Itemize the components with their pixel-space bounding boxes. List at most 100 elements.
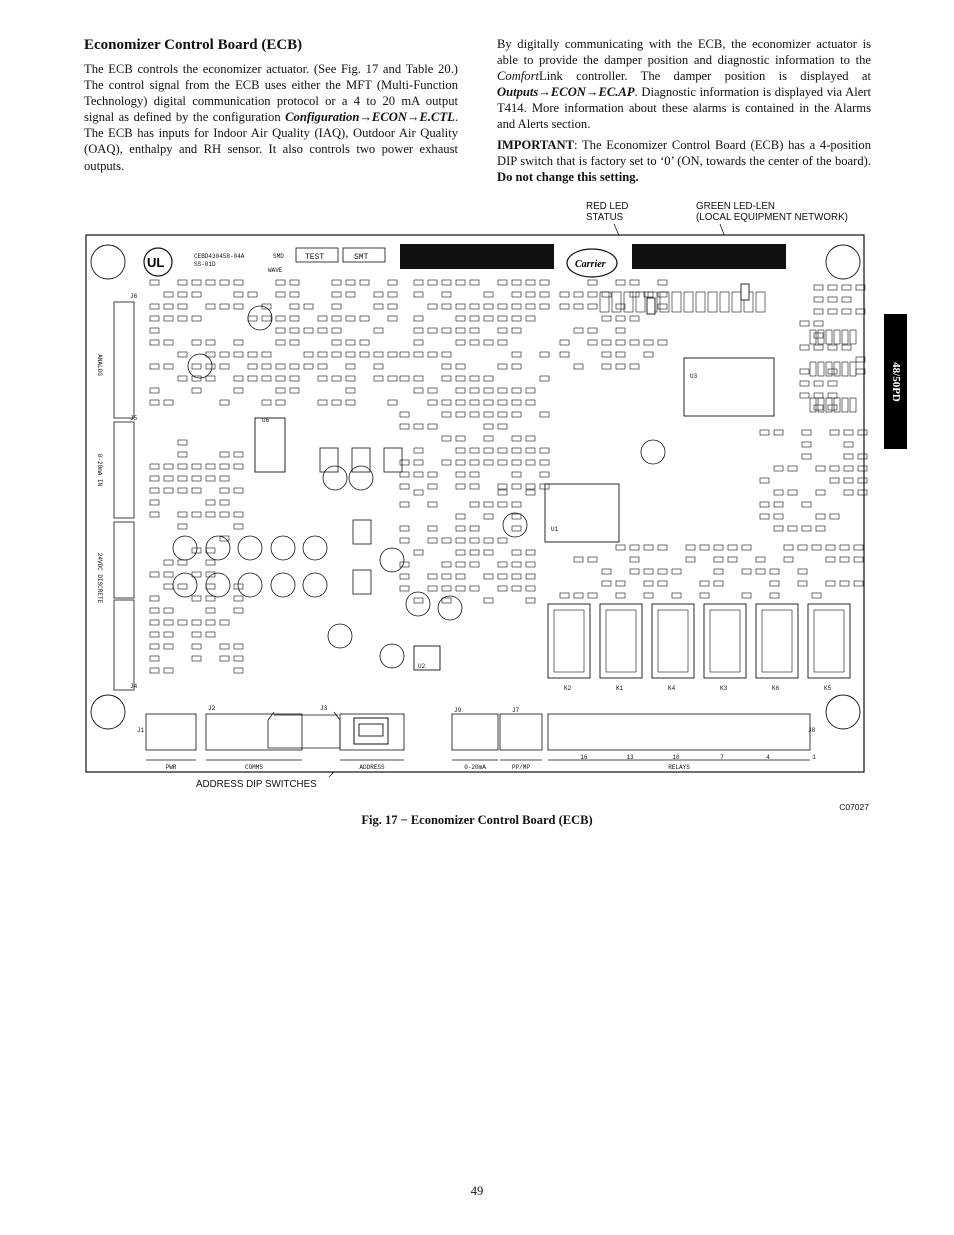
- inductor: [351, 447, 371, 473]
- smd-component: [525, 447, 536, 454]
- important-paragraph: IMPORTANT: The Economizer Control Board …: [497, 137, 871, 185]
- smd-component: [205, 607, 216, 614]
- smd-component: [783, 544, 794, 551]
- smd-component: [373, 303, 384, 310]
- bottom-connector: [205, 713, 303, 751]
- smd-component: [713, 580, 724, 587]
- smd-component: [525, 399, 536, 406]
- smd-component: [205, 363, 216, 370]
- resistor-array: [817, 361, 825, 377]
- smd-component: [539, 471, 550, 478]
- capacitor: [205, 535, 231, 561]
- smd-component: [399, 351, 410, 358]
- smd-component: [813, 320, 824, 327]
- smt-label: SMT: [354, 253, 369, 262]
- board-outline: [85, 234, 865, 773]
- smd-component: [455, 387, 466, 394]
- smd-component: [149, 315, 160, 322]
- smd-component: [455, 303, 466, 310]
- smd-component: [455, 561, 466, 568]
- smd-component: [247, 375, 258, 382]
- smd-component: [275, 291, 286, 298]
- smd-component: [331, 351, 342, 358]
- smd-component: [399, 483, 410, 490]
- connector-label: COMMS: [245, 764, 263, 771]
- connector-label: ADDRESS: [359, 764, 385, 771]
- smd-component: [469, 459, 480, 466]
- smd-component: [191, 631, 202, 638]
- smd-component: [441, 585, 452, 592]
- smd-component: [857, 429, 868, 436]
- smd-component: [427, 585, 438, 592]
- smd-component: [177, 351, 188, 358]
- smd-component: [643, 351, 654, 358]
- smd-component: [827, 404, 838, 411]
- smd-component: [163, 339, 174, 346]
- smd-component: [455, 363, 466, 370]
- smd-component: [601, 351, 612, 358]
- resistor-array: [825, 397, 833, 413]
- relay-coil: [553, 609, 585, 673]
- smd-component: [163, 315, 174, 322]
- connector-label: PP/MP: [512, 764, 530, 771]
- smd-component: [811, 544, 822, 551]
- chip-u6: [254, 417, 286, 473]
- smd-component: [525, 561, 536, 568]
- smd-component: [797, 580, 808, 587]
- smd-component: [233, 655, 244, 662]
- smd-component: [149, 463, 160, 470]
- smd-component: [615, 592, 626, 599]
- smd-component: [497, 537, 508, 544]
- smd-component: [427, 279, 438, 286]
- smd-component: [829, 465, 840, 472]
- smd-component: [699, 580, 710, 587]
- smd-component: [441, 597, 452, 604]
- left-label: 24VDC DISCRETE: [96, 553, 103, 604]
- smd-component: [275, 327, 286, 334]
- smd-component: [497, 399, 508, 406]
- smd-component: [601, 315, 612, 322]
- smd-component: [797, 544, 808, 551]
- smd-component: [441, 375, 452, 382]
- smd-component: [149, 571, 160, 578]
- smd-component: [373, 291, 384, 298]
- smd-component: [769, 568, 780, 575]
- smd-component: [539, 459, 550, 466]
- smd-component: [177, 451, 188, 458]
- smd-component: [455, 471, 466, 478]
- smd-component: [843, 477, 854, 484]
- smd-component: [233, 451, 244, 458]
- green-led-label-2: (LOCAL EQUIPMENT NETWORK): [696, 212, 848, 223]
- smd-component: [413, 447, 424, 454]
- smd-component: [191, 487, 202, 494]
- smd-component: [345, 375, 356, 382]
- smd-component: [413, 597, 424, 604]
- smd-component: [177, 463, 188, 470]
- smd-component: [469, 303, 480, 310]
- smd-component: [177, 315, 188, 322]
- intro-text-part2: . The ECB has inputs for Indoor Air Qual…: [84, 110, 458, 173]
- smd-component: [511, 363, 522, 370]
- smd-component: [827, 284, 838, 291]
- jack-j1: J1: [137, 727, 145, 734]
- smd-component: [483, 549, 494, 556]
- smd-component: [829, 429, 840, 436]
- smd-component: [149, 511, 160, 518]
- smd-component: [317, 315, 328, 322]
- smd-component: [441, 561, 452, 568]
- smd-component: [317, 363, 328, 370]
- smd-component: [427, 351, 438, 358]
- ul-mark: [143, 247, 173, 277]
- smd-component: [191, 375, 202, 382]
- smd-component: [539, 303, 550, 310]
- smd-label: SMD: [273, 253, 284, 260]
- smd-component: [699, 592, 710, 599]
- smd-component: [149, 399, 160, 406]
- green-led: [740, 283, 750, 301]
- relay-coil: [709, 609, 741, 673]
- smd-component: [511, 513, 522, 520]
- smd-component: [219, 399, 230, 406]
- smd-component: [413, 459, 424, 466]
- relay-k6: [755, 603, 799, 679]
- left-label: 0-20mA IN: [96, 454, 103, 487]
